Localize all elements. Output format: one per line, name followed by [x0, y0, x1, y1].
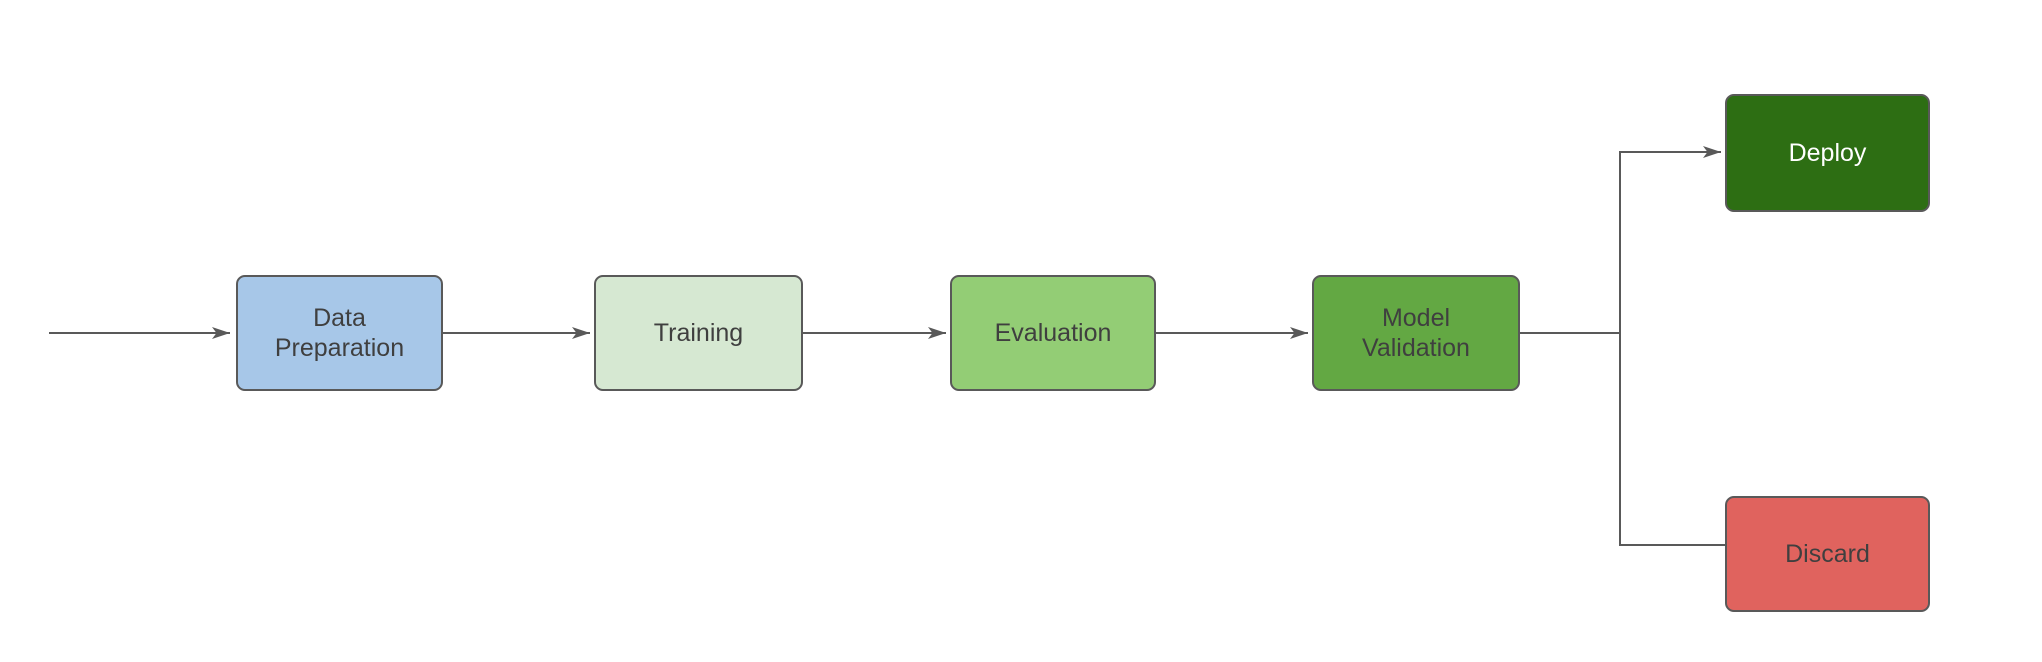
node-label: Deploy — [1788, 138, 1867, 167]
node-discard[interactable]: Discard — [1725, 496, 1930, 612]
node-training[interactable]: Training — [594, 275, 803, 391]
node-label: Data Preparation — [274, 303, 405, 363]
edge-model-validation-to-discard — [1619, 333, 1725, 546]
edge-model-validation-to-deploy — [1520, 146, 1721, 334]
node-label: Training — [653, 318, 744, 347]
node-label: Evaluation — [994, 318, 1112, 347]
node-model-validation[interactable]: Model Validation — [1312, 275, 1520, 391]
node-data-preparation[interactable]: Data Preparation — [236, 275, 443, 391]
node-label: Discard — [1785, 539, 1870, 568]
node-deploy[interactable]: Deploy — [1725, 94, 1930, 212]
node-evaluation[interactable]: Evaluation — [950, 275, 1156, 391]
node-label: Model Validation — [1362, 303, 1470, 363]
